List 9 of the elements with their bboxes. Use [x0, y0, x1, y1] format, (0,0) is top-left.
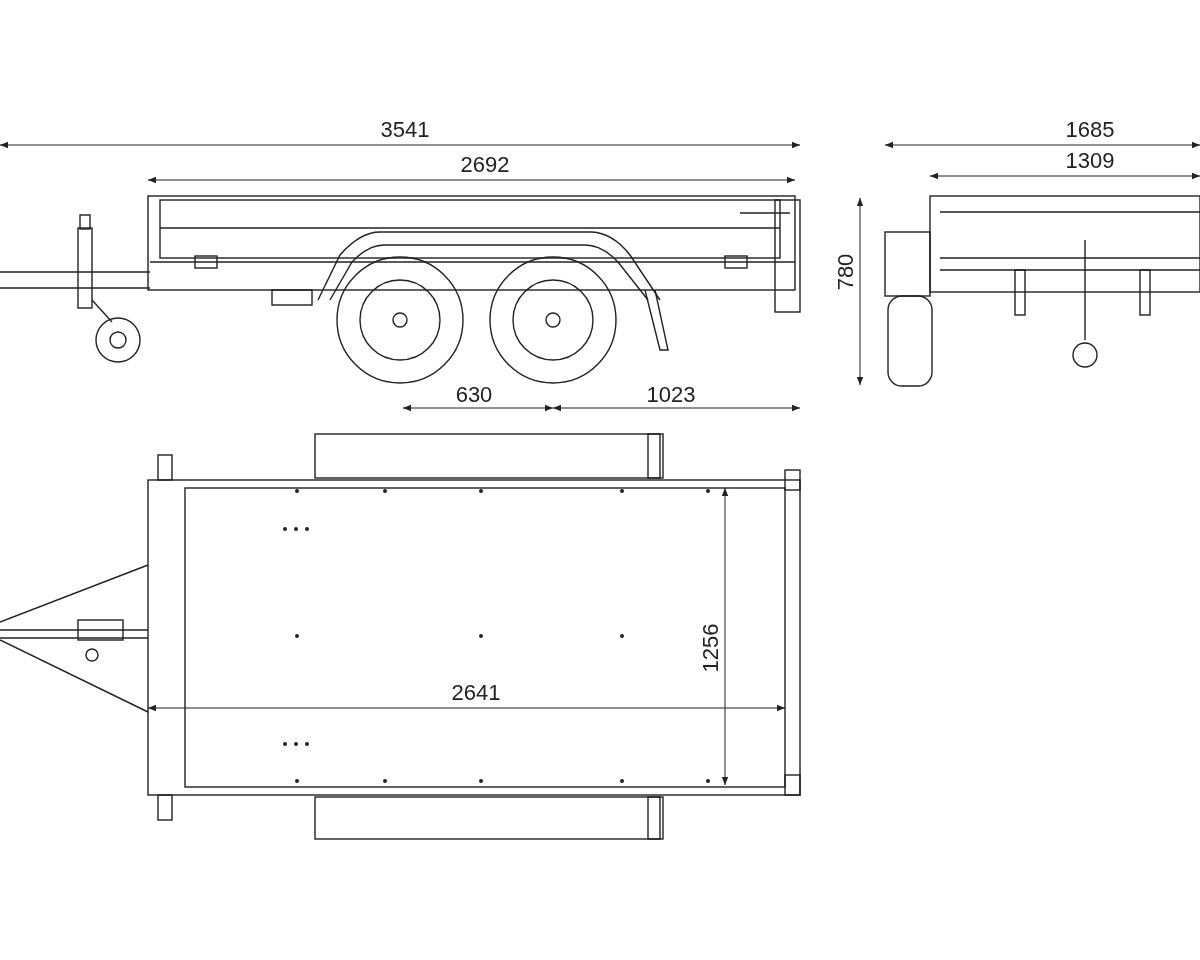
dimension-label: 1023 [646, 384, 696, 406]
dimension-label: 630 [455, 384, 493, 406]
dimension-label: 3541 [380, 119, 430, 141]
dimension-label: 780 [835, 253, 857, 291]
dimension-label: 1256 [700, 623, 722, 673]
dimension-label: 1685 [1065, 119, 1115, 141]
dimension-label: 1309 [1065, 150, 1115, 172]
dimension-label: 2641 [451, 682, 501, 704]
dimension-label: 2692 [460, 154, 510, 176]
